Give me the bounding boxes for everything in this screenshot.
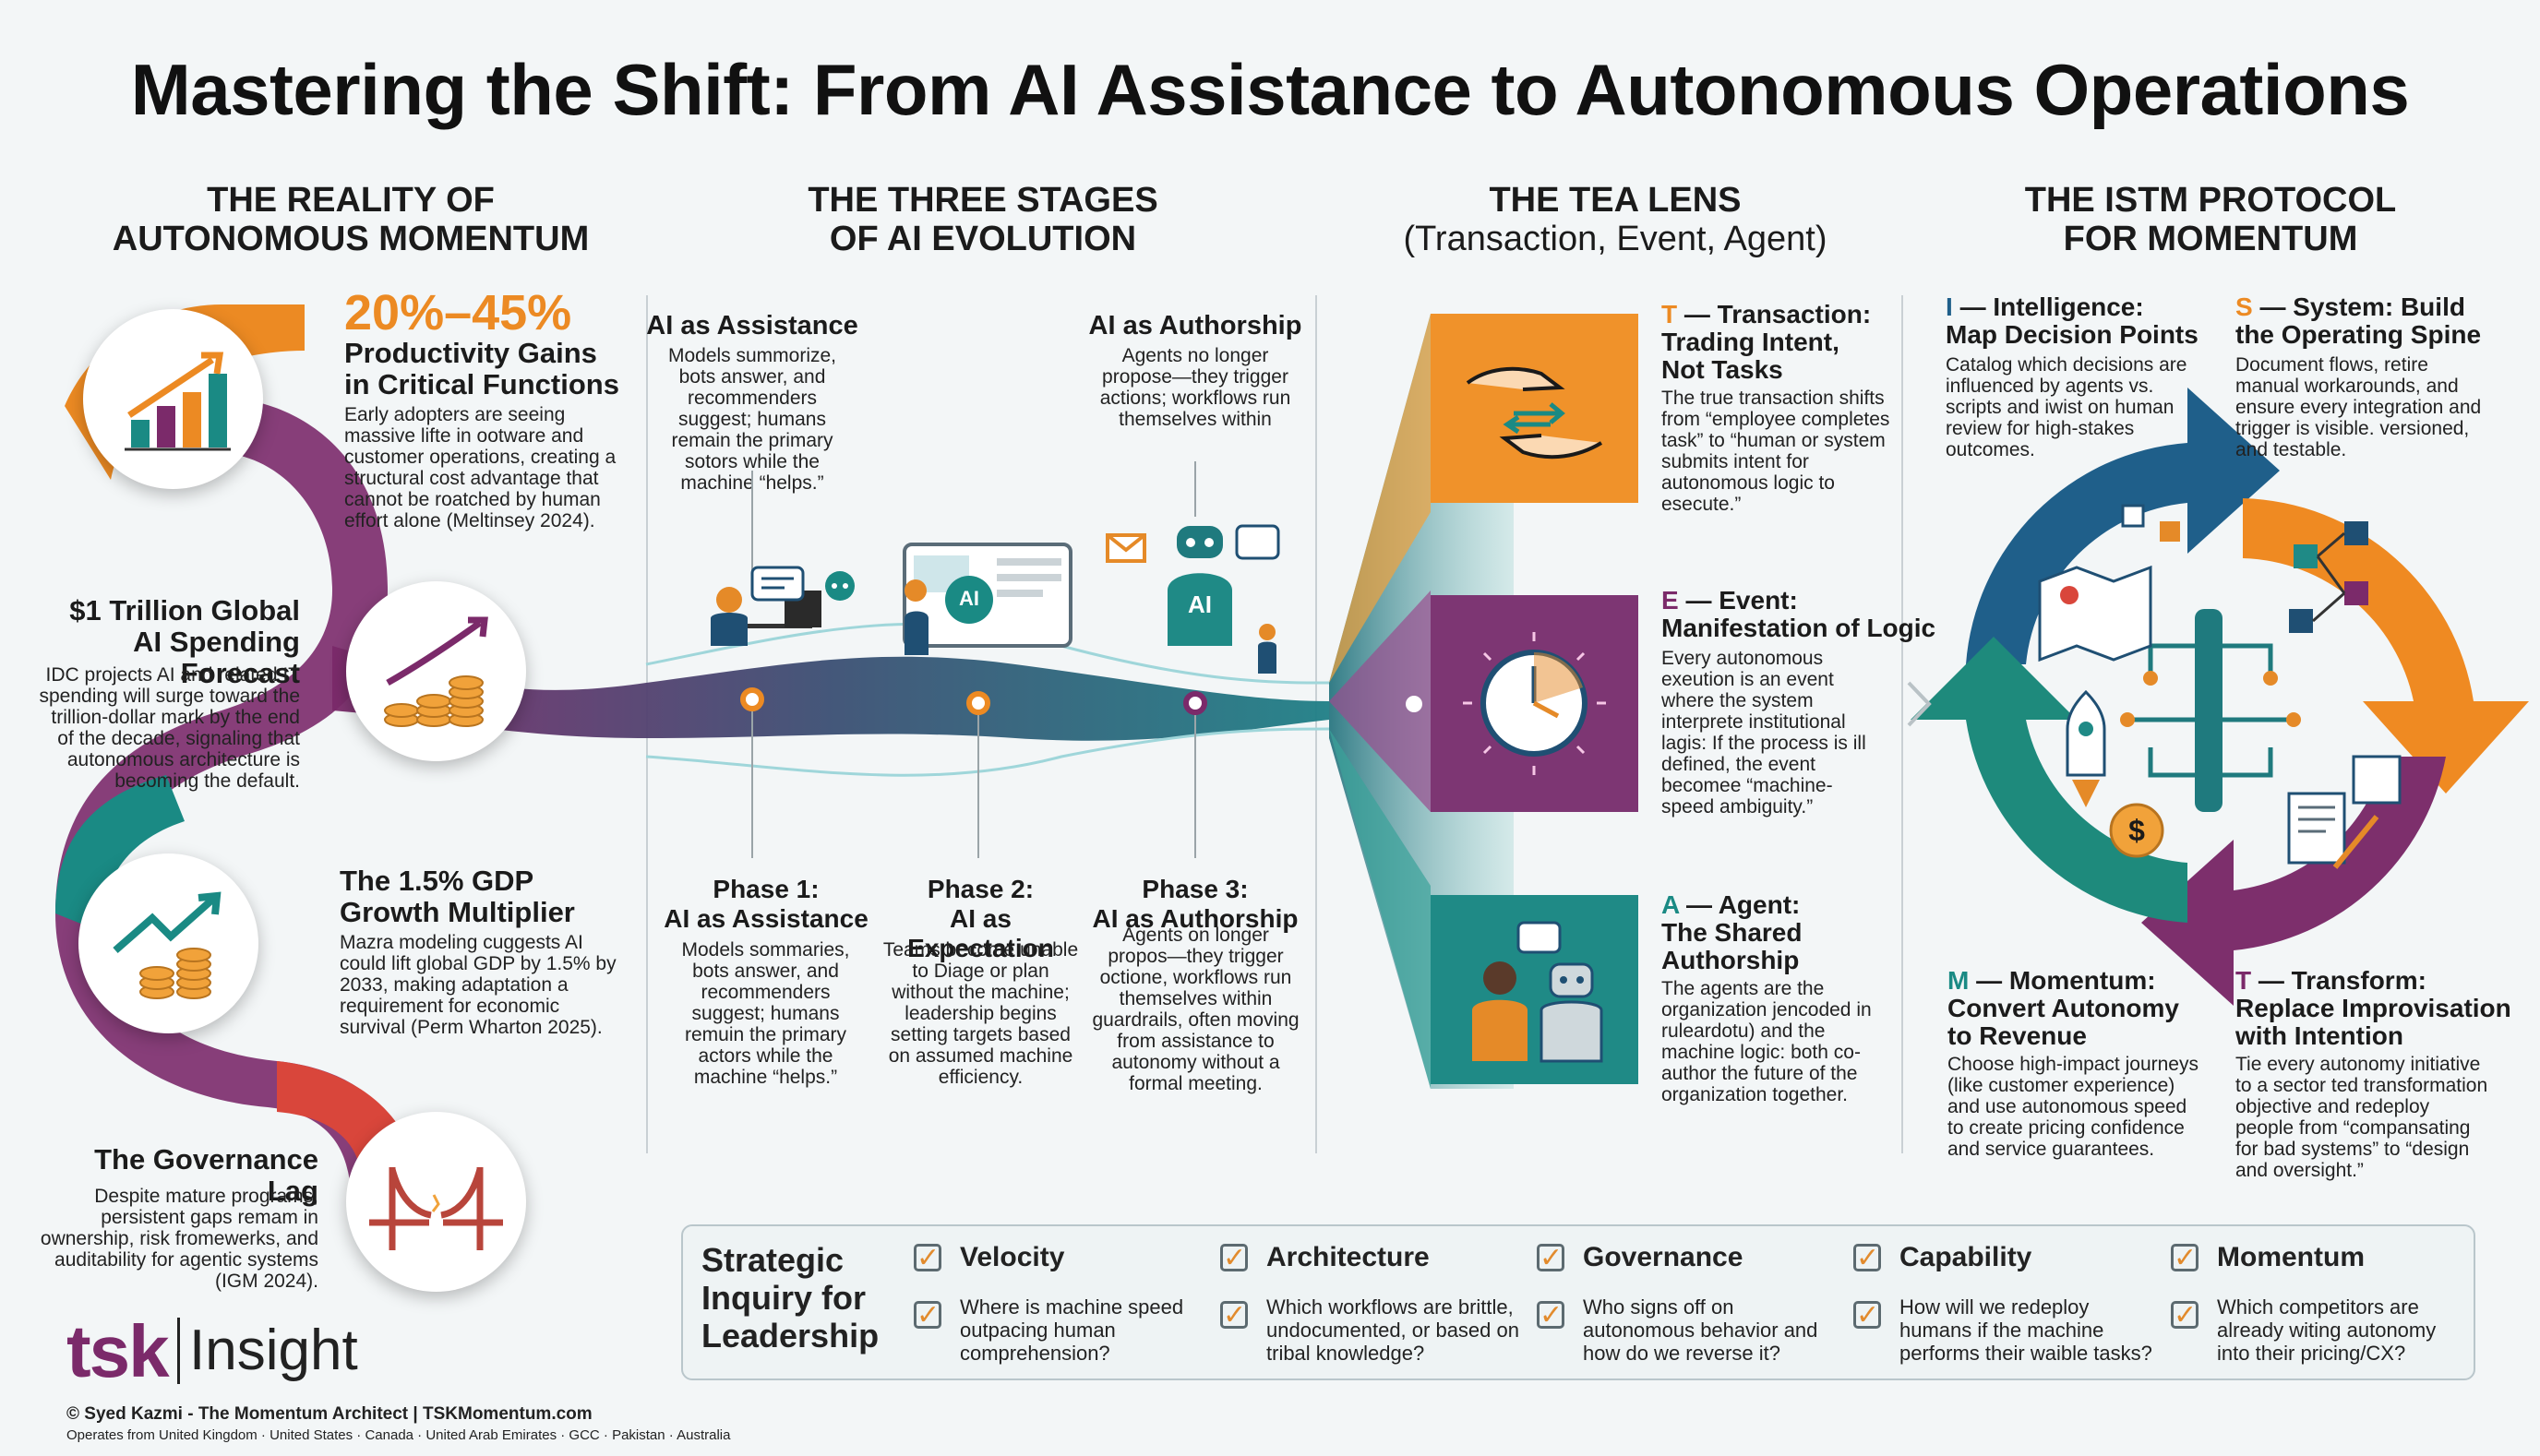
istm-cycle-icons: $ xyxy=(2038,504,2402,869)
check-icon: ✓ xyxy=(1220,1301,1248,1330)
stat3-title: The 1.5% GDP Growth Multiplier xyxy=(340,865,575,928)
inquiry-velocity-head: Velocity xyxy=(960,1242,1065,1272)
operates-line: Operates from United Kingdom · United St… xyxy=(66,1427,731,1443)
map-icon xyxy=(2038,504,2180,662)
stat1-title: Productivity Gains in Critical Functions xyxy=(344,337,619,400)
col3-heading: THE TEA LENS (Transaction, Event, Agent) xyxy=(1403,181,1827,258)
chart-circle xyxy=(83,309,263,489)
handshake-icon xyxy=(1466,366,1603,459)
broken-bridge-icon xyxy=(369,1167,503,1250)
insight-wordmark: Insight xyxy=(189,1319,358,1382)
rocket-icon xyxy=(2066,689,2106,807)
inquiry-momentum-question: Which competitors are already witing aut… xyxy=(2217,1295,2437,1365)
phase2-title: Phase 2: AI as Expectation xyxy=(907,875,1054,962)
istm-s-title: S — System: Build the Operating Spine xyxy=(2235,292,2482,349)
phase3-title: Phase 3: AI as Authorship xyxy=(1092,875,1299,933)
phase3-body: Agents on longer propos—they trigger oct… xyxy=(1092,925,1300,1094)
stat1-value: 20%–45% xyxy=(344,285,572,340)
stat1-body: Early adopters are seeing massive lifte … xyxy=(344,404,617,531)
svg-text:$: $ xyxy=(2128,814,2145,847)
stat3-body: Mazra modeling cuggests AI could lift gl… xyxy=(340,932,617,1038)
ai-dashboard-label: AI xyxy=(959,587,979,610)
stat2-body: IDC projects AI and related IT spending … xyxy=(39,664,301,792)
inquiry-velocity-question: Where is machine speed outpacing human c… xyxy=(960,1295,1184,1365)
istm-i-body: Catalog which decisions are influenced b… xyxy=(1946,354,2187,460)
inquiry-capability-question: How will we redeploy humans if the machi… xyxy=(1899,1295,2152,1365)
person-laptop-icon xyxy=(711,566,855,646)
robot-label: AI xyxy=(1188,591,1212,618)
gdp-circle xyxy=(78,853,258,1033)
istm-t-title: T — Transform: Replace Improvisation wit… xyxy=(2235,966,2511,1050)
tea-a-title: A — Agent: The Shared Authorship xyxy=(1661,890,1803,974)
stage-top-left-title: AI as Assistance xyxy=(646,311,858,340)
stat4-title: The Governance Lag xyxy=(94,1143,318,1207)
network-icon xyxy=(2289,521,2368,633)
document-icon xyxy=(2287,755,2402,869)
check-icon: ✓ xyxy=(2171,1301,2199,1330)
tea-a-body: The agents are the organization jencoded… xyxy=(1661,978,1872,1105)
divider xyxy=(1315,295,1317,1153)
stage-top-right-title: AI as Authorship xyxy=(1088,311,1302,340)
inquiry-label: Strategic Inquiry for Leadership xyxy=(701,1241,880,1355)
robot-agent-icon xyxy=(1106,524,1280,674)
stat2-title: $1 Trillion Global AI Spending Forecast xyxy=(69,594,300,689)
col4-heading: THE ISTM PROTOCOL FOR MOMENTUM xyxy=(2024,181,2397,258)
check-icon: ✓ xyxy=(1537,1301,1564,1330)
inquiry-governance-head: Governance xyxy=(1583,1242,1743,1272)
stage-top-right-body: Agents no longer propose—they trigger ac… xyxy=(1099,345,1291,430)
logo-divider xyxy=(177,1318,180,1384)
check-icon: ✓ xyxy=(1853,1301,1881,1330)
istm-t-body: Tie every autonomy initiative to a secto… xyxy=(2235,1054,2488,1181)
clock-event-icon xyxy=(1463,632,1606,775)
istm-i-title: I — Intelligence: Map Decision Points xyxy=(1946,292,2199,349)
phase2-body: Teams become unable to Diage or plan wit… xyxy=(882,939,1079,1088)
istm-m-title: M — Momentum: Convert Autonomy to Revenu… xyxy=(1947,966,2179,1050)
tea-e-title: E — Event: Manifestation of Logic xyxy=(1661,586,1936,642)
tea-e-body: Every autonomous exeution is an event wh… xyxy=(1661,648,1866,818)
tea-t-title: T — Transaction: Trading Intent, Not Tas… xyxy=(1661,300,1872,384)
bar-chart-icon xyxy=(125,352,231,451)
check-icon: ✓ xyxy=(2171,1244,2199,1272)
bridge-circle xyxy=(346,1112,526,1292)
check-icon: ✓ xyxy=(1537,1244,1564,1272)
stage-connectors xyxy=(740,461,1207,858)
check-icon: ✓ xyxy=(1220,1244,1248,1272)
inquiry-capability-head: Capability xyxy=(1899,1242,2032,1272)
check-icon: ✓ xyxy=(914,1301,941,1330)
inquiry-architecture-head: Architecture xyxy=(1266,1242,1430,1272)
ai-dashboard-icon xyxy=(903,543,1072,655)
phase1-title: Phase 1: AI as Assistance xyxy=(664,875,869,933)
page-title: Mastering the Shift: From AI Assistance … xyxy=(130,49,2410,130)
inquiry-architecture-question: Which workflows are brittle, undocumente… xyxy=(1266,1295,1519,1365)
stage-top-left-body: Models summorize, bots answer, and recom… xyxy=(667,345,837,494)
copyright: © Syed Kazmi - The Momentum Architect | … xyxy=(66,1404,593,1424)
strategic-inquiry-panel xyxy=(681,1224,2475,1380)
check-icon: ✓ xyxy=(914,1244,941,1272)
coins-circle xyxy=(346,581,526,761)
divider xyxy=(1901,295,1903,1153)
phase1-body: Models sommaries, bots answer, and recom… xyxy=(681,939,850,1088)
inquiry-momentum-head: Momentum xyxy=(2217,1242,2365,1272)
gdp-growth-icon xyxy=(113,891,222,999)
stat4-body: Despite mature programs, persistent gaps… xyxy=(40,1186,318,1292)
col2-heading: THE THREE STAGES OF AI EVOLUTION xyxy=(808,181,1158,258)
col1-heading: THE REALITY OF AUTONOMOUS MOMENTUM xyxy=(112,181,590,258)
tea-t-body: The true transaction shifts from “employ… xyxy=(1661,388,1890,515)
tsk-logo: tsk xyxy=(66,1310,170,1392)
istm-s-body: Document flows, retire manual workaround… xyxy=(2235,354,2482,460)
dollar-coin-icon: $ xyxy=(2109,803,2164,858)
check-icon: ✓ xyxy=(1853,1244,1881,1272)
inquiry-governance-question: Who signs off on autonomous behavior and… xyxy=(1583,1295,1818,1365)
istm-m-body: Choose high-impact journeys (like custom… xyxy=(1947,1054,2199,1160)
human-robot-agent-icon xyxy=(1472,921,1603,1063)
coins-growth-icon xyxy=(384,616,488,727)
